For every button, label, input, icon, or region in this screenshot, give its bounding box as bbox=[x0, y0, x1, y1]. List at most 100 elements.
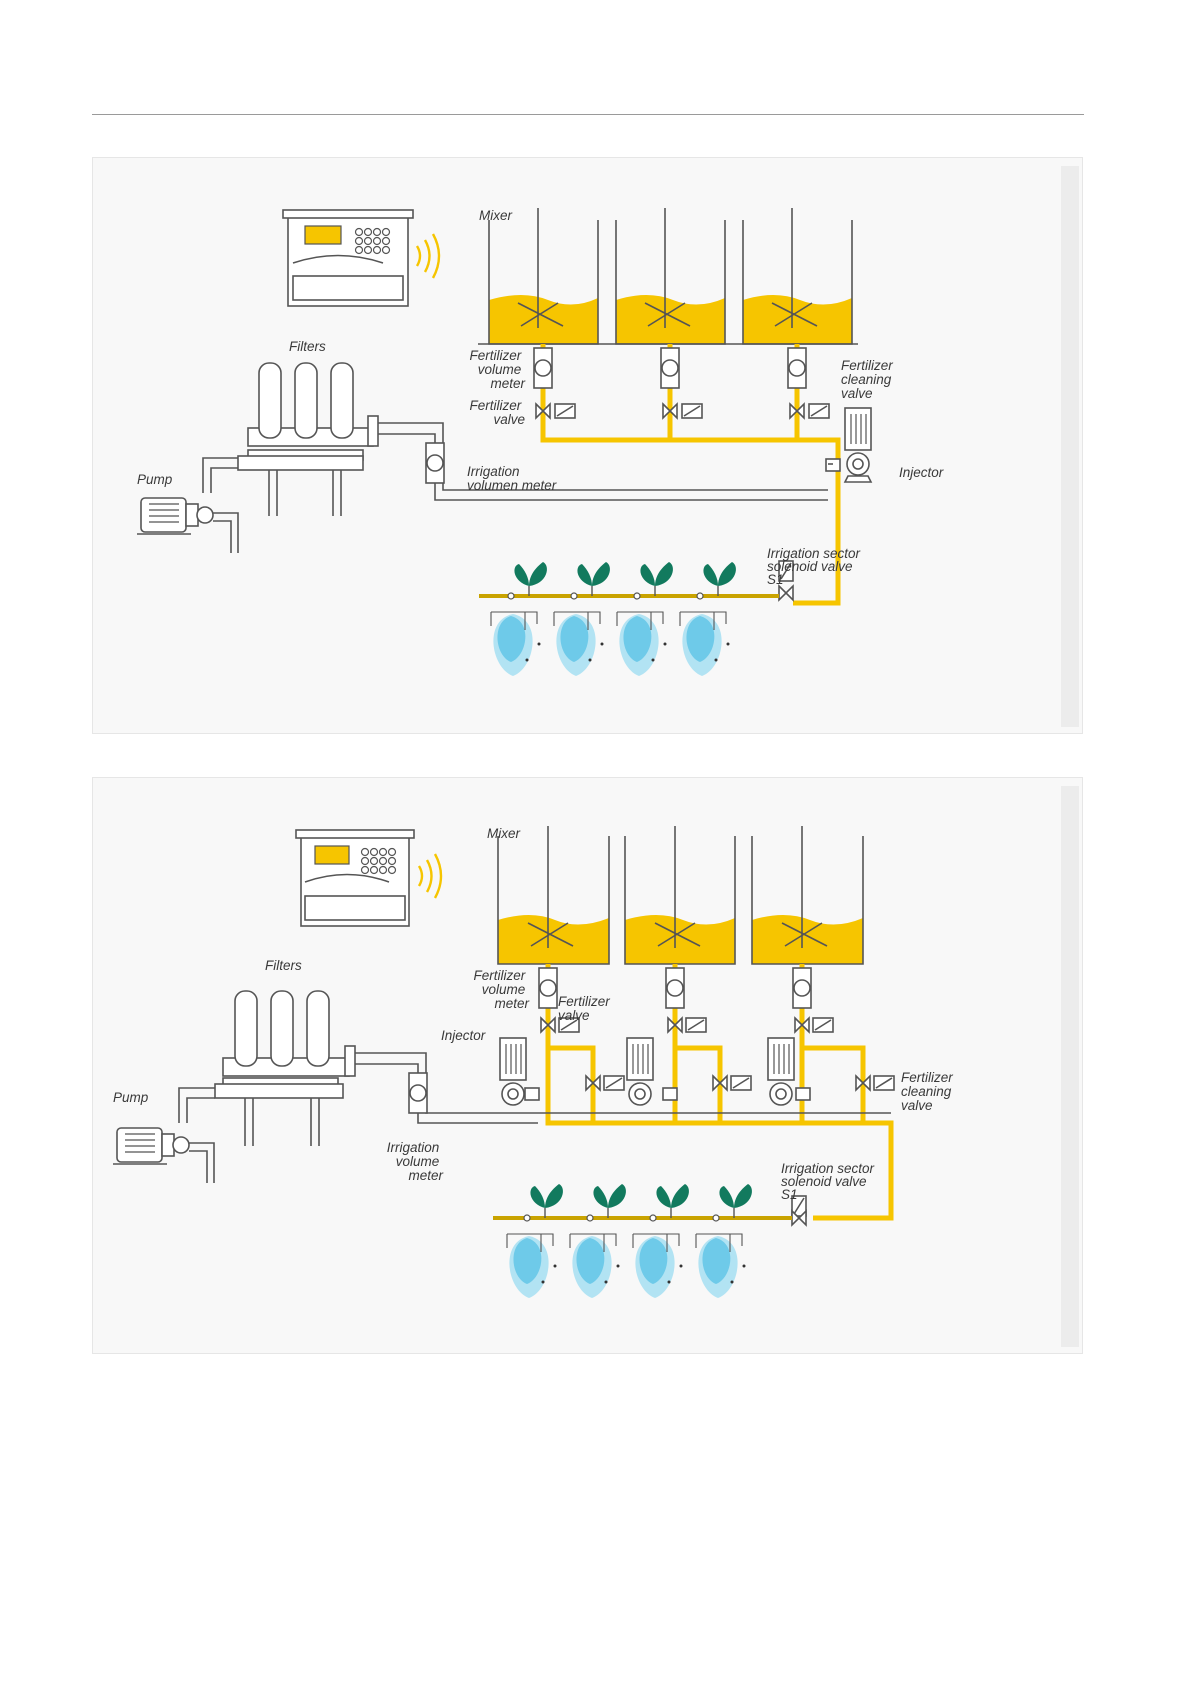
pump-icon bbox=[137, 457, 239, 553]
water-bulb bbox=[556, 614, 596, 676]
drip-emitters bbox=[490, 562, 736, 676]
emitter bbox=[712, 1214, 720, 1222]
controller-icon bbox=[282, 209, 414, 307]
dot bbox=[730, 1280, 734, 1284]
wireless-signal-icon bbox=[415, 233, 441, 279]
mixer-tank bbox=[624, 826, 736, 965]
injector-icon bbox=[626, 1037, 678, 1106]
irrigation-volume-meter bbox=[425, 442, 445, 484]
dot bbox=[525, 658, 529, 662]
label-sector-solenoid-valve: Irrigation sector solenoid valve S1 bbox=[767, 546, 864, 587]
dot bbox=[604, 1280, 608, 1284]
dot bbox=[600, 642, 604, 646]
wireless-signal-icon bbox=[417, 853, 443, 899]
emitter bbox=[523, 1214, 531, 1222]
root-lines bbox=[679, 611, 727, 630]
emitter bbox=[649, 1214, 657, 1222]
plant-icon bbox=[656, 1184, 689, 1218]
sector-solenoid-valve bbox=[791, 1195, 807, 1227]
label-sector-solenoid-valve: Irrigation sector solenoid valve S1 bbox=[781, 1161, 878, 1202]
label-injector: Injector bbox=[441, 1028, 486, 1043]
water-bulb bbox=[572, 1236, 612, 1298]
water-bulb bbox=[493, 614, 533, 676]
root-lines bbox=[616, 611, 664, 630]
controller-icon bbox=[295, 829, 415, 927]
root-lines bbox=[506, 1233, 554, 1252]
label-pump: Pump bbox=[137, 472, 173, 487]
emitter bbox=[570, 592, 578, 600]
fertilizer-valves bbox=[535, 402, 830, 420]
plant-icon bbox=[703, 562, 736, 596]
dot bbox=[667, 1280, 671, 1284]
label-fertilizer-cleaning-valve: Fertilizer cleaning valve bbox=[841, 358, 897, 401]
pump-icon bbox=[113, 1087, 215, 1183]
plant-icon bbox=[577, 562, 610, 596]
cleaning-valves bbox=[585, 1074, 895, 1092]
filters-icon bbox=[214, 990, 356, 1146]
diagram-panel-1: Mixer Filters Pump Fertilizer volume met… bbox=[92, 157, 1083, 734]
fertilizer-valves bbox=[540, 1016, 834, 1034]
label-mixer: Mixer bbox=[479, 208, 513, 223]
injector-icon bbox=[767, 1037, 811, 1106]
injector-icon bbox=[499, 1037, 540, 1106]
root-lines bbox=[695, 1233, 743, 1252]
drip-emitters bbox=[506, 1184, 752, 1298]
plant-icon bbox=[514, 562, 547, 596]
label-irrigation-volume-meter: Irrigation volume meter bbox=[387, 1140, 444, 1183]
dot bbox=[679, 1264, 683, 1268]
mixer-tank bbox=[497, 826, 610, 965]
injector-icon bbox=[825, 407, 873, 483]
dot bbox=[553, 1264, 557, 1268]
label-fertilizer-volume-meter: Fertilizer volume meter bbox=[469, 348, 525, 391]
mixer-tanks bbox=[478, 208, 858, 345]
mixer-tank bbox=[488, 208, 599, 345]
dot bbox=[588, 658, 592, 662]
label-filters: Filters bbox=[265, 958, 302, 973]
label-irrigation-volume-meter: Irrigation volumen meter bbox=[467, 464, 557, 493]
irrigation-volume-meter bbox=[408, 1072, 428, 1114]
plant-icon bbox=[530, 1184, 563, 1218]
dot bbox=[742, 1264, 746, 1268]
fertigation-diagram-1: Mixer Filters Pump Fertilizer volume met… bbox=[137, 166, 1079, 727]
dot bbox=[616, 1264, 620, 1268]
water-bulb bbox=[509, 1236, 549, 1298]
mixer-tank bbox=[751, 826, 864, 965]
root-lines bbox=[632, 1233, 680, 1252]
scrollbar[interactable] bbox=[1061, 786, 1079, 1347]
fertilizer-meters bbox=[538, 967, 812, 1009]
plant-icon bbox=[593, 1184, 626, 1218]
mixer-tank bbox=[615, 208, 726, 345]
root-lines bbox=[490, 611, 538, 630]
label-fertilizer-cleaning-valve: Fertilizer cleaning valve bbox=[901, 1070, 957, 1113]
label-injector: Injector bbox=[899, 465, 944, 480]
fertilizer-meters bbox=[533, 347, 807, 389]
scrollbar[interactable] bbox=[1061, 166, 1079, 727]
dot bbox=[537, 642, 541, 646]
emitter bbox=[696, 592, 704, 600]
fertigation-diagram-2: Mixer Filters Pump Fertilizer volume met… bbox=[113, 786, 1079, 1347]
dot bbox=[541, 1280, 545, 1284]
water-bulb bbox=[682, 614, 722, 676]
mixer-tanks bbox=[497, 826, 864, 965]
root-lines bbox=[553, 611, 601, 630]
label-mixer: Mixer bbox=[487, 826, 521, 841]
water-bulb bbox=[698, 1236, 738, 1298]
dot bbox=[663, 642, 667, 646]
dot bbox=[651, 658, 655, 662]
mixer-tank bbox=[742, 208, 853, 345]
emitter bbox=[633, 592, 641, 600]
emitter bbox=[507, 592, 515, 600]
label-pump: Pump bbox=[113, 1090, 149, 1105]
plant-icon bbox=[719, 1184, 752, 1218]
label-fertilizer-volume-meter: Fertilizer volume meter bbox=[473, 968, 529, 1011]
plant-icon bbox=[640, 562, 673, 596]
label-fertilizer-valve: Fertilizer valve bbox=[469, 398, 525, 427]
label-fertilizer-valve: Fertilizer valve bbox=[558, 994, 614, 1023]
diagram-panel-2: Mixer Filters Pump Fertilizer volume met… bbox=[92, 777, 1083, 1354]
header-rule bbox=[92, 114, 1084, 115]
dot bbox=[726, 642, 730, 646]
dot bbox=[714, 658, 718, 662]
filters-icon bbox=[237, 362, 379, 516]
label-filters: Filters bbox=[289, 339, 326, 354]
root-lines bbox=[569, 1233, 617, 1252]
